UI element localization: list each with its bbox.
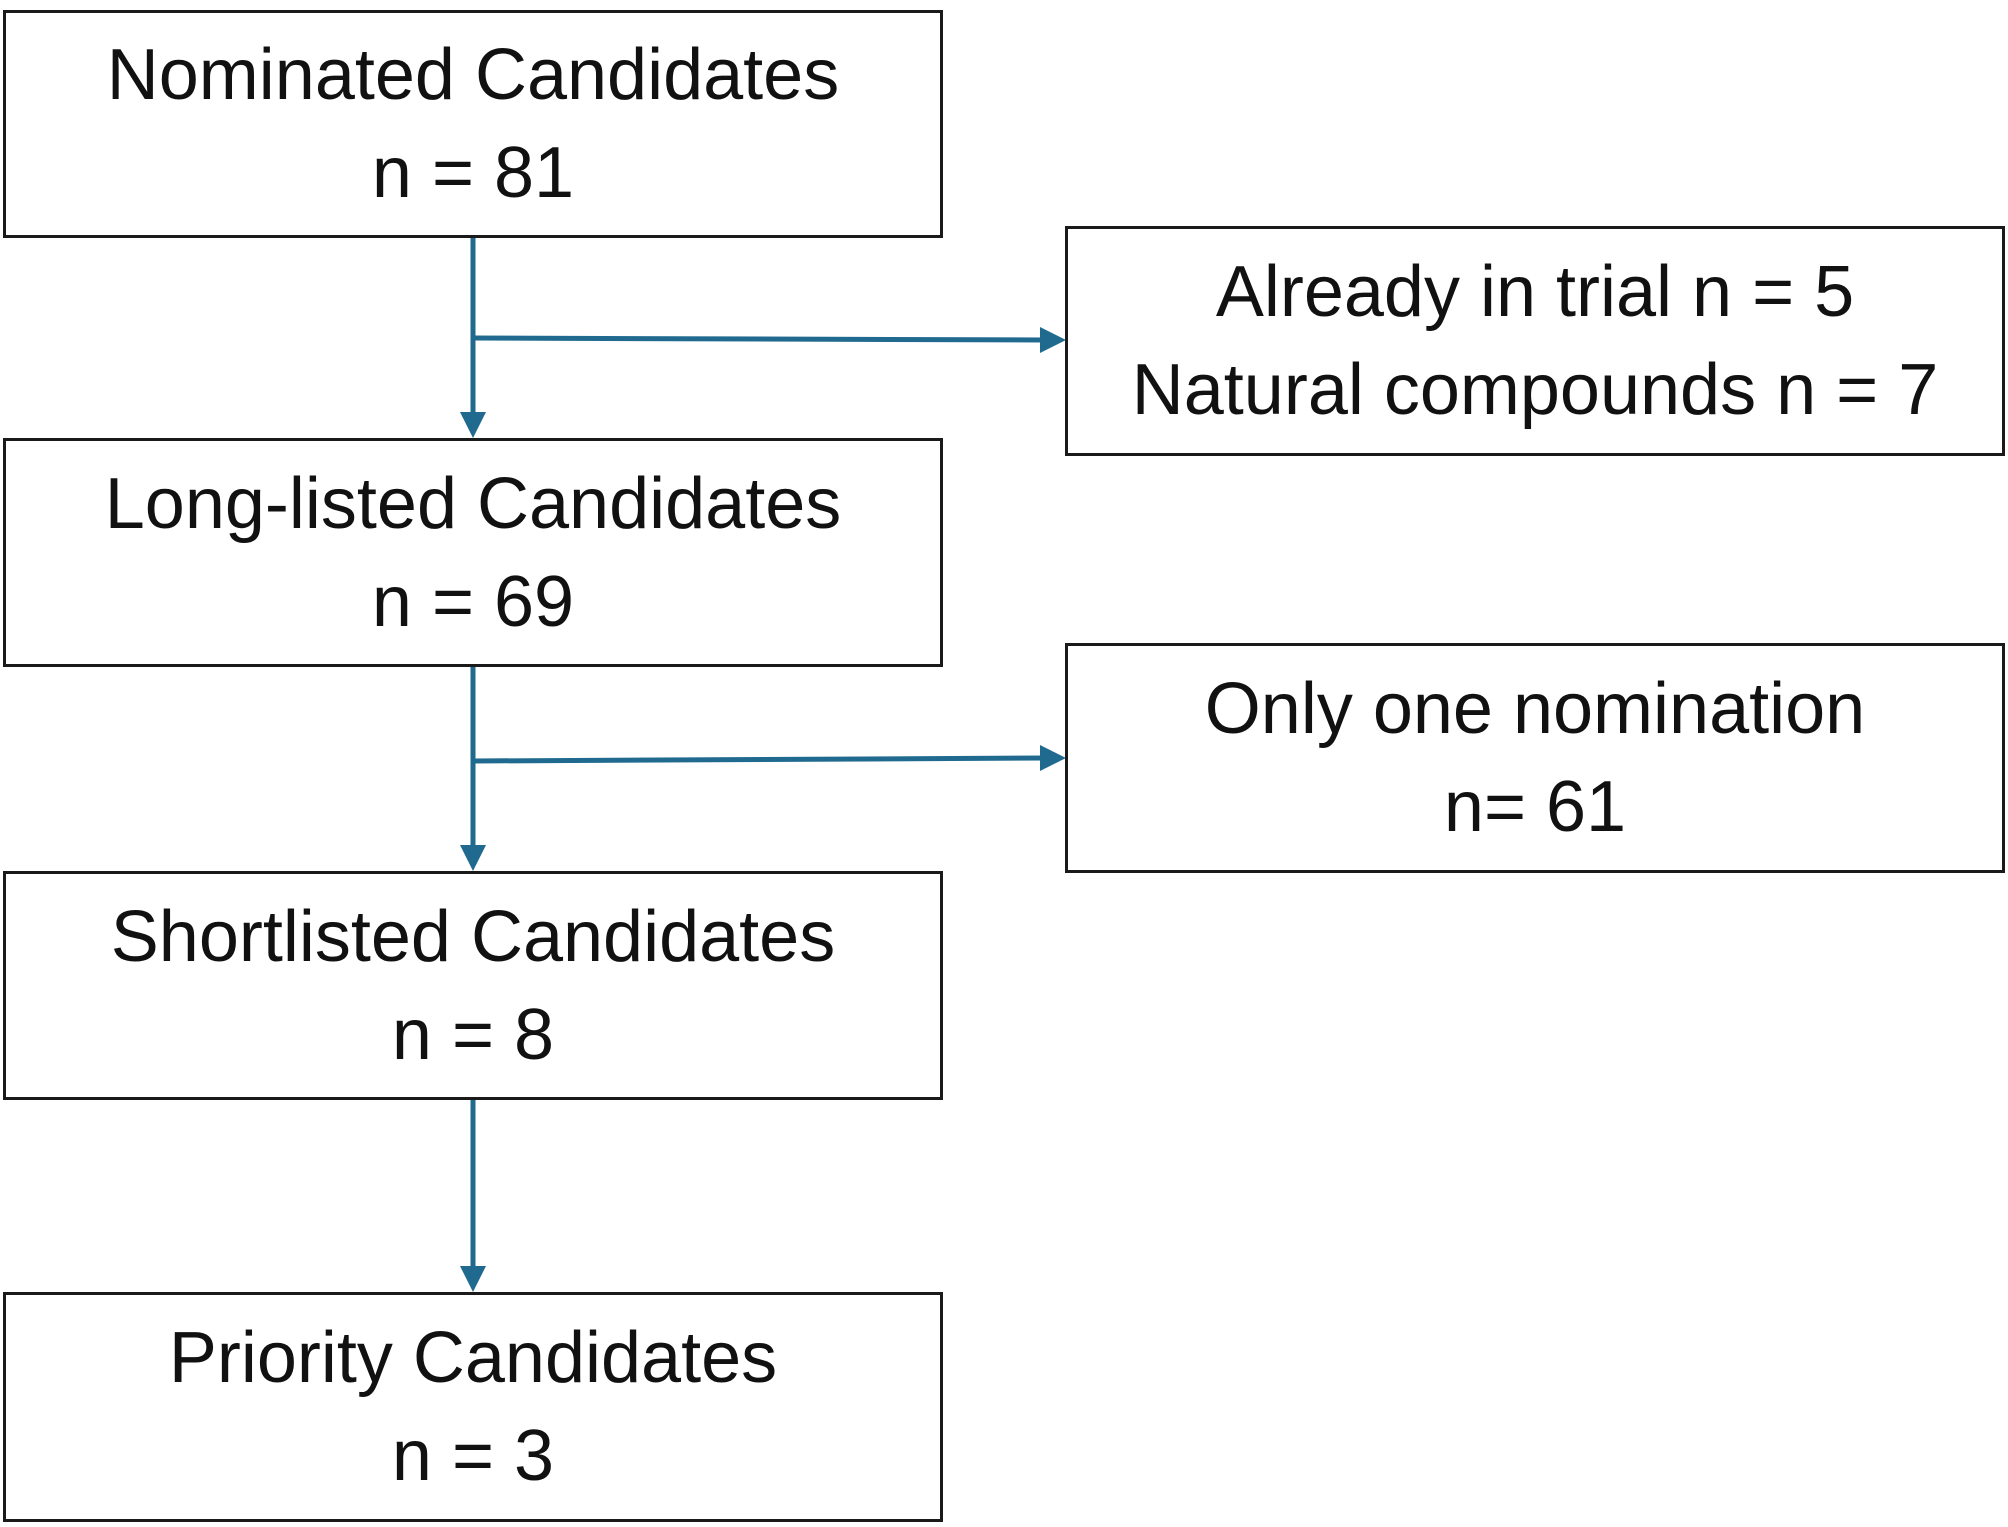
arrowhead-exclusion-1 (1040, 327, 1066, 353)
arrowhead-longlisted (460, 412, 486, 438)
node-count: n = 8 (391, 994, 555, 1075)
node-exclusion-first: Already in trial n = 5 Natural compounds… (1065, 226, 2005, 456)
node-label: Priority Candidates (168, 1318, 778, 1398)
exclusion-line: Natural compounds n = 7 (1131, 350, 1939, 430)
exclusion-line: Only one nomination (1204, 669, 1866, 749)
node-long-listed-candidates: Long-listed Candidates n = 69 (3, 438, 943, 667)
node-count: n = 69 (371, 561, 575, 642)
exclusion-line: n= 61 (1443, 767, 1627, 847)
node-shortlisted-candidates: Shortlisted Candidates n = 8 (3, 871, 943, 1100)
node-label: Nominated Candidates (106, 35, 840, 115)
exclusion-line: Already in trial n = 5 (1215, 252, 1855, 332)
arrow-branch-to-exclusion-1 (472, 335, 1047, 343)
node-nominated-candidates: Nominated Candidates n = 81 (3, 10, 943, 238)
arrow-branch-to-exclusion-2 (472, 755, 1047, 764)
node-priority-candidates: Priority Candidates n = 3 (3, 1292, 943, 1522)
node-count: n = 81 (371, 133, 575, 213)
node-exclusion-second: Only one nomination n= 61 (1065, 643, 2005, 873)
arrowhead-exclusion-2 (1040, 745, 1066, 771)
arrowhead-priority (460, 1266, 486, 1292)
arrowhead-shortlisted (460, 845, 486, 871)
node-count: n = 3 (391, 1416, 555, 1496)
node-label: Long-listed Candidates (104, 463, 842, 544)
node-label: Shortlisted Candidates (110, 896, 836, 977)
